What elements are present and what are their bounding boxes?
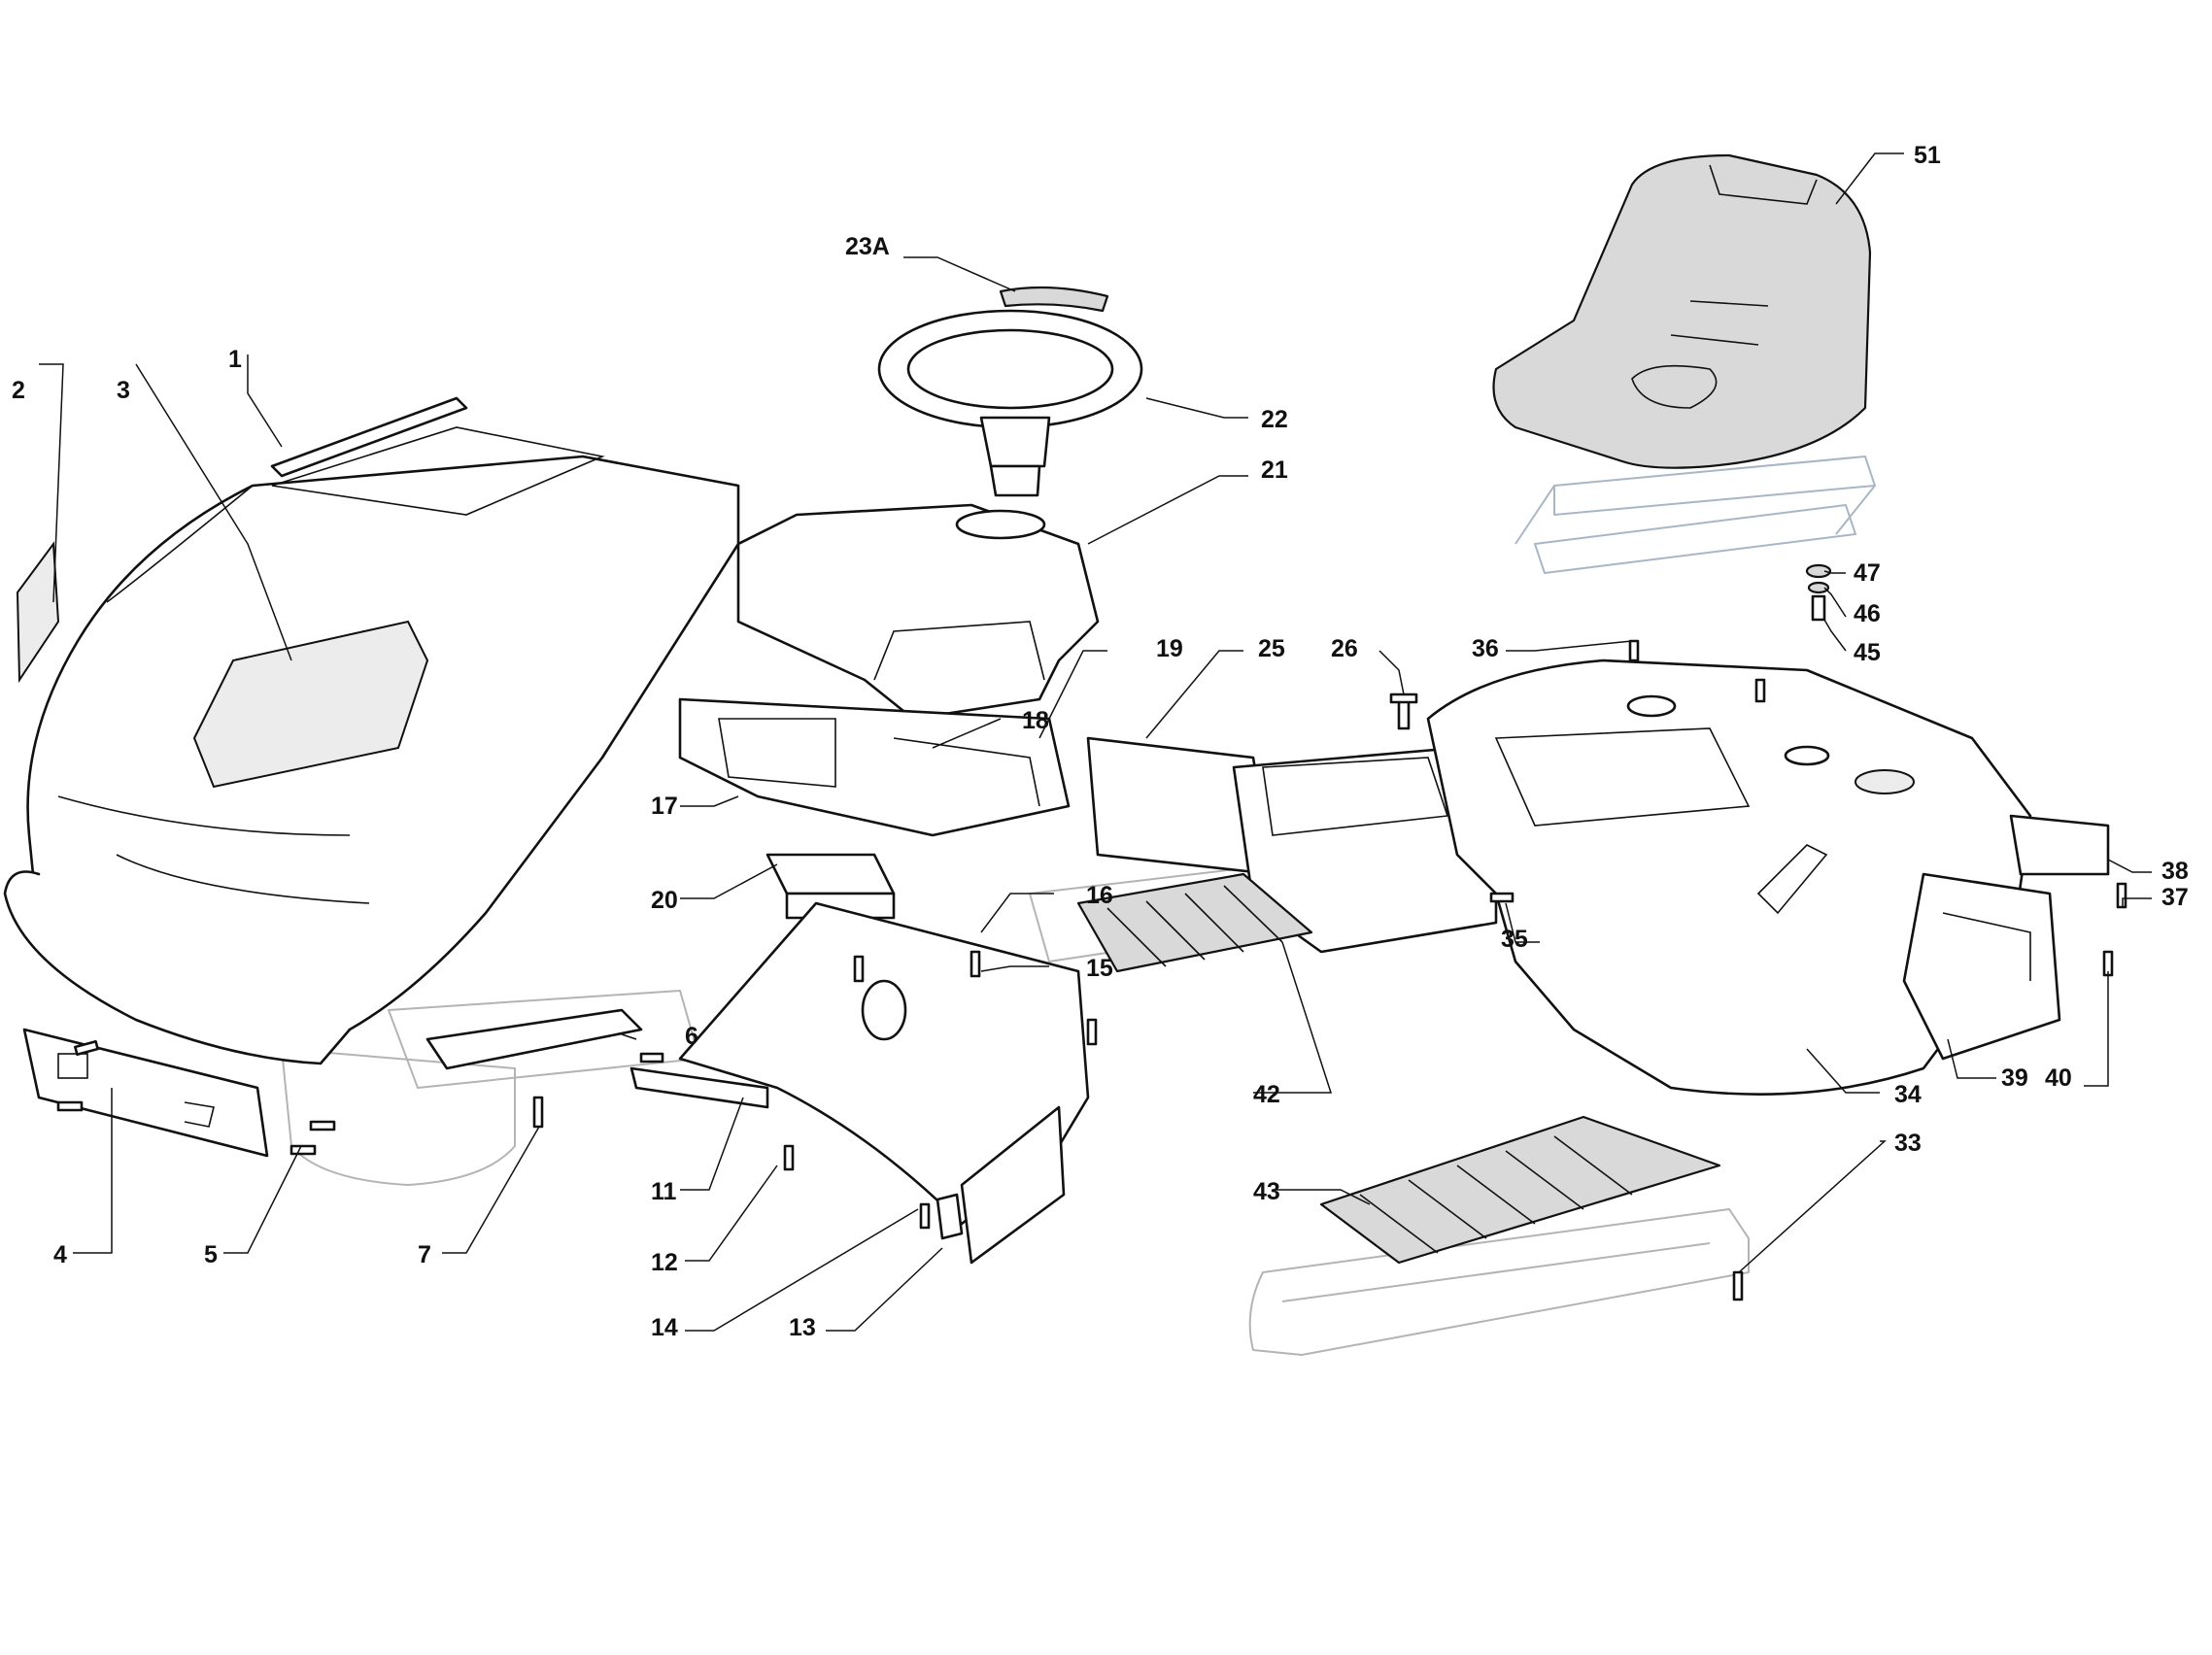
steering-wheel-part-22 [877,309,1143,497]
dash-panel-part-17 [678,697,1071,837]
callout-40: 40 [2045,1064,2072,1092]
callout-34: 34 [1894,1081,1922,1108]
callout-2: 2 [12,377,25,404]
callout-25: 25 [1258,635,1285,662]
callout-labels: 1 2 3 4 5 6 7 11 12 13 14 15 16 17 18 19… [12,142,2189,1341]
steering-console-part-21 [736,503,1100,721]
callout-4: 4 [53,1241,67,1268]
callout-5: 5 [204,1241,218,1268]
seat-part-51 [1492,153,1872,469]
callout-39: 39 [2001,1064,2028,1092]
callout-22: 22 [1261,406,1288,433]
callout-3: 3 [117,377,130,404]
callout-18: 18 [1022,707,1049,734]
callout-38: 38 [2161,858,2189,885]
ghost-seat-bracket [1514,456,1876,574]
hood-hinge-plate-part-4 [22,1028,269,1158]
hitch-bracket-part-39 [1902,872,2061,1061]
footboard-left-part-42 [1076,872,1313,973]
callout-20: 20 [651,887,678,914]
callout-15: 15 [1086,955,1113,982]
leader-lines [39,152,2152,1332]
callout-37: 37 [2161,884,2189,911]
side-grille-part-2 [16,541,60,684]
callout-17: 17 [651,793,678,820]
callout-26: 26 [1331,635,1358,662]
footboard-right-part-43 [1319,1115,1721,1265]
callout-36: 36 [1472,635,1499,662]
hood-part-1 [3,396,740,1065]
callout-35: 35 [1501,926,1528,953]
callout-33: 33 [1894,1130,1922,1157]
callout-1: 1 [228,346,242,373]
steering-cap-part-23a [999,286,1109,313]
ghost-footrest-plate [1248,1208,1750,1356]
callout-42: 42 [1253,1081,1280,1108]
rear-plate-part-38 [2009,814,2110,876]
hood-light-lens-part-3 [192,620,429,789]
callout-43: 43 [1253,1178,1280,1205]
rear-fender-part-34 [1426,659,2032,1096]
callout-7: 7 [418,1241,431,1268]
callout-19: 19 [1156,635,1183,662]
callout-23a: 23A [845,233,890,260]
callout-6: 6 [685,1023,698,1050]
callout-47: 47 [1854,559,1881,587]
callout-45: 45 [1854,639,1881,666]
callout-13: 13 [789,1314,816,1341]
callout-46: 46 [1854,600,1881,627]
fuse-box-part-20 [766,853,896,920]
front-shroud-parts-11-16 [630,901,1090,1265]
fastener-screws [56,639,2127,1301]
callout-11: 11 [651,1178,677,1205]
hood-pivot-part-6 [425,1008,643,1070]
small-bracket-part-13 [936,1193,964,1240]
bolt-part-26 [1389,692,1418,730]
washers-bolt-parts-45-47 [1805,563,1832,622]
callout-51: 51 [1914,142,1941,169]
callout-14: 14 [651,1314,678,1341]
callout-21: 21 [1261,456,1288,484]
callout-16: 16 [1086,882,1113,909]
callout-12: 12 [651,1249,678,1276]
center-tunnel-part-25 [1086,736,1498,954]
